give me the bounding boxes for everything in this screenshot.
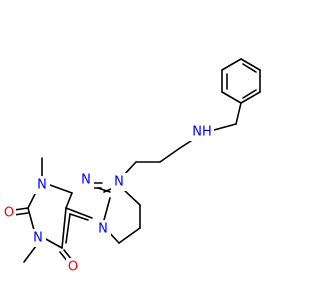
label-background [2, 204, 16, 222]
lower-oxygen-label: O [68, 260, 78, 275]
carbonyl-bond [13, 207, 29, 211]
fused-nitrogen-label: N [98, 222, 108, 237]
bond [118, 227, 141, 244]
label-background [190, 123, 214, 141]
n1-label: N [37, 178, 47, 193]
double-bond-inner [242, 89, 257, 99]
methyl-bond [23, 245, 37, 263]
bond [65, 192, 73, 209]
bond [240, 58, 261, 71]
bond [123, 189, 141, 206]
label-background [30, 229, 46, 247]
double-bond-inner [242, 63, 257, 73]
label-background [78, 171, 94, 189]
atom-labels: NH N N N N N O O [2, 123, 214, 276]
bond [61, 207, 67, 249]
label-background [111, 173, 127, 191]
bond [159, 147, 181, 163]
bond [49, 184, 73, 194]
bond [240, 91, 261, 104]
bond [221, 91, 242, 104]
bond [43, 237, 63, 249]
nh-label: NH [192, 125, 212, 140]
bond [213, 123, 237, 131]
label-background [66, 258, 80, 276]
carbonyl-bond [13, 212, 29, 216]
bond [235, 102, 242, 125]
side-chain [122, 102, 242, 177]
imine-nitrogen-label: N [81, 173, 91, 188]
methyl-groups [23, 157, 43, 263]
label-background [34, 176, 50, 194]
n3-label: N [33, 231, 43, 246]
benzene-ring [221, 58, 261, 104]
upper-oxygen-label: O [4, 206, 14, 221]
bond [103, 197, 111, 221]
bond [65, 207, 93, 219]
chain-nitrogen-label: N [114, 175, 124, 190]
molecule-diagram: NH N N N N N O O [2, 58, 261, 276]
label-background [95, 220, 111, 238]
bond [69, 213, 89, 221]
double-bond-inner [65, 213, 71, 244]
structure-svg: NH N N N N N O O [2, 58, 261, 276]
bond [27, 207, 35, 231]
bond [221, 58, 242, 71]
